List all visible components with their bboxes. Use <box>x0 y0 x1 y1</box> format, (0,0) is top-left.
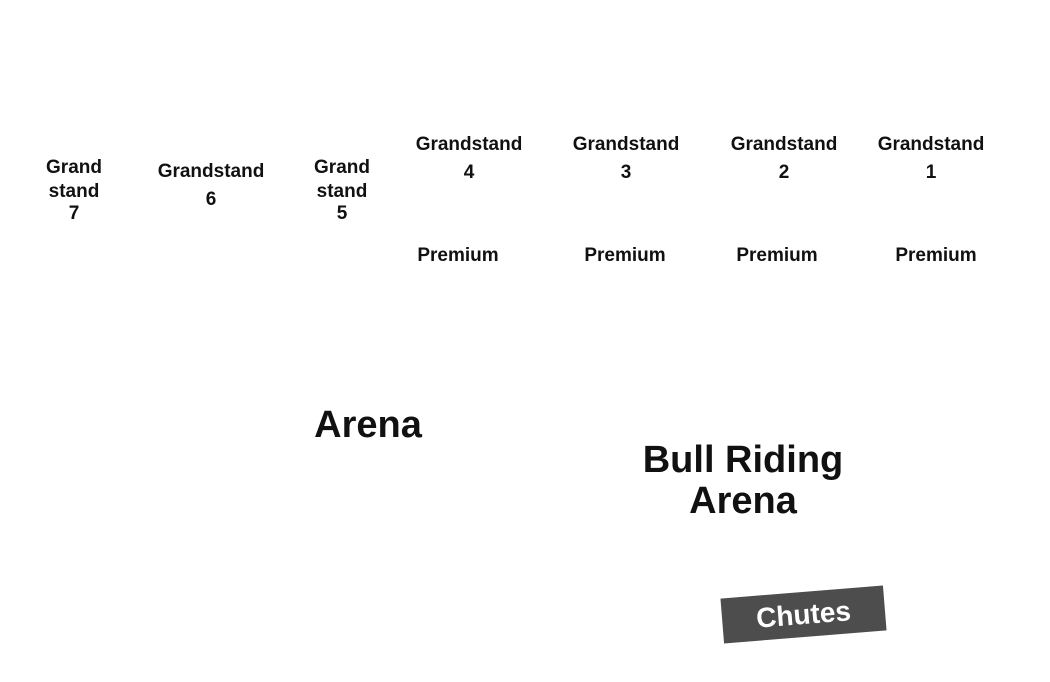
premium-section-3[interactable]: Premium <box>584 245 666 266</box>
premium-section-1[interactable]: Premium <box>895 245 977 266</box>
grandstand-1-number: 1 <box>925 162 937 183</box>
grandstand-6[interactable]: Grandstand 6 <box>146 162 276 209</box>
grandstand-1-line1: Grandstand <box>877 134 985 155</box>
chutes-label: Chutes <box>754 594 853 634</box>
premium-section-2[interactable]: Premium <box>736 245 818 266</box>
grandstand-5-line2: stand <box>316 181 368 202</box>
grandstand-5[interactable]: Grand stand 5 <box>302 158 382 223</box>
bull-riding-arena-line2: Arena <box>689 480 797 523</box>
bull-riding-arena-label: Bull Riding Arena <box>613 439 873 523</box>
grandstand-4-line1: Grandstand <box>415 134 523 155</box>
grandstand-5-line1: Grand <box>314 157 370 178</box>
bull-riding-arena-line1: Bull Riding <box>642 439 844 481</box>
grandstand-7[interactable]: Grand stand 7 <box>34 158 114 223</box>
grandstand-3-line1: Grandstand <box>572 134 680 155</box>
grandstand-7-line1: Grand <box>46 157 102 178</box>
grandstand-4[interactable]: Grandstand 4 <box>404 135 534 182</box>
grandstand-7-number: 7 <box>68 203 80 224</box>
grandstand-6-number: 6 <box>205 189 217 210</box>
chutes-section[interactable]: Chutes <box>720 585 887 644</box>
grandstand-6-line1: Grandstand <box>157 161 265 182</box>
grandstand-2[interactable]: Grandstand 2 <box>719 135 849 182</box>
premium-section-4[interactable]: Premium <box>417 245 499 266</box>
main-arena-label: Arena <box>314 404 422 446</box>
grandstand-3[interactable]: Grandstand 3 <box>561 135 691 182</box>
grandstand-7-line2: stand <box>48 181 100 202</box>
grandstand-5-number: 5 <box>336 203 348 224</box>
grandstand-3-number: 3 <box>620 162 632 183</box>
grandstand-4-number: 4 <box>463 162 475 183</box>
grandstand-1[interactable]: Grandstand 1 <box>866 135 996 182</box>
grandstand-2-number: 2 <box>778 162 790 183</box>
grandstand-2-line1: Grandstand <box>730 134 838 155</box>
